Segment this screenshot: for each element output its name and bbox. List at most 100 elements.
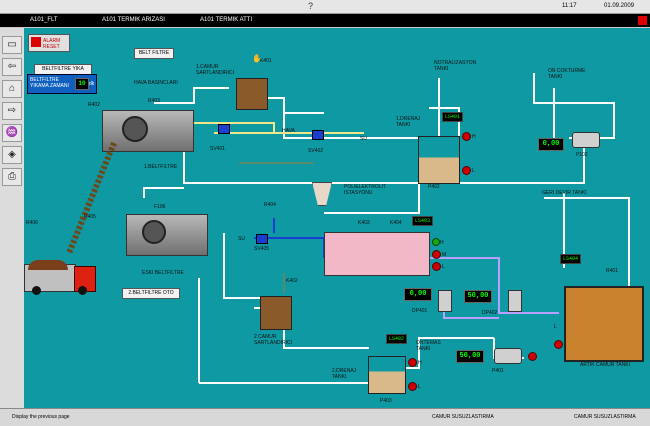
dp401-value: 0,00 bbox=[404, 288, 432, 301]
conveyor bbox=[66, 141, 117, 255]
poli-h-indicator bbox=[432, 238, 440, 246]
sv401-label: SV401 bbox=[210, 146, 226, 152]
poli-tank[interactable] bbox=[324, 232, 430, 276]
status-area-1: CAMUR SUSUZLASTIRMA bbox=[432, 414, 494, 420]
arrow-right-icon[interactable]: ⇨ bbox=[2, 102, 22, 120]
belt1-label: 1.BELTFILTRE bbox=[144, 164, 178, 170]
drenaj-1-tank[interactable] bbox=[418, 136, 460, 184]
arrow-left-icon[interactable]: ⇦ bbox=[2, 58, 22, 76]
sv402-valve[interactable] bbox=[312, 130, 324, 140]
l-label-1: L bbox=[472, 168, 475, 174]
poli-l-indicator bbox=[432, 262, 441, 271]
eski-beltfilter[interactable] bbox=[126, 214, 208, 256]
belt-filtre-button[interactable]: BELT FILTRE bbox=[134, 48, 174, 59]
p102-value: 0,00 bbox=[538, 138, 564, 151]
dp402-label: DP402 bbox=[482, 310, 498, 316]
belt2-oto-button[interactable]: 2.BELTFILTRE OTO bbox=[122, 288, 180, 299]
alarm-reset-label: ALARM RESET bbox=[43, 38, 61, 50]
ontemas-label: ONTEMAS TANKI bbox=[416, 340, 441, 352]
warning-icon[interactable]: ◈ bbox=[2, 146, 22, 164]
status-hint: Display the previous page bbox=[12, 414, 70, 420]
printer-icon[interactable]: ⎙ bbox=[2, 168, 22, 186]
poli-m-indicator bbox=[432, 250, 441, 259]
su2-label: SU bbox=[238, 236, 245, 242]
p102-label: P102 bbox=[576, 152, 588, 158]
eski-belt-label: ESKI BELTFILTRE bbox=[142, 270, 184, 276]
beltfilter-1-roller bbox=[122, 116, 148, 142]
h-label-1: H bbox=[472, 134, 476, 140]
camur-sartlandirici-1[interactable] bbox=[236, 78, 268, 110]
yikama-zamani-unit: dk bbox=[89, 81, 95, 87]
process-diagram: ALARM RESET BELTFILTRE YIKA BELT FILTRE … bbox=[24, 28, 650, 408]
notralizasyon-label: NOTRALIZASYON TANKI bbox=[434, 60, 477, 72]
help-icon[interactable]: ? bbox=[308, 1, 314, 11]
yikama-zamani-panel: BELTFILTRE YIKAMA ZAMANI 10 dk bbox=[27, 74, 97, 94]
sludge-pile bbox=[28, 260, 68, 270]
date: 01.09.2009 bbox=[604, 3, 635, 9]
window-icon[interactable]: ▭ bbox=[2, 36, 22, 54]
camur2-label: 2.CAMUR SARTLANDIRICI bbox=[254, 334, 292, 346]
truck-wheel-2 bbox=[78, 286, 87, 295]
dp402-pump[interactable] bbox=[508, 290, 522, 312]
p403-label: P403 bbox=[380, 398, 392, 404]
h-label-2: H bbox=[440, 240, 444, 246]
geri-devir-label: GERI DEVIR TANKI bbox=[542, 190, 587, 196]
poli-label: POLIELEKTROLIT ISTASYONU bbox=[344, 184, 386, 196]
l-label-3: L bbox=[554, 324, 557, 330]
ls401-tag: LS401 bbox=[442, 112, 464, 122]
drenaj-2-tank[interactable] bbox=[368, 356, 406, 394]
artik-camur-tank[interactable] bbox=[564, 286, 644, 362]
dp402-value: 50,00 bbox=[464, 290, 492, 303]
h-label-3: H bbox=[418, 360, 422, 366]
p102-pump[interactable] bbox=[572, 132, 600, 148]
m-label: M bbox=[442, 252, 447, 258]
r405-label: R405 bbox=[84, 214, 96, 220]
hava-label: HAVA bbox=[282, 128, 295, 134]
yikama-zamani-label: BELTFILTRE YIKAMA ZAMANI bbox=[30, 77, 69, 89]
drenaj2-label: 2.DRENAJ TANKI bbox=[332, 368, 357, 380]
r406-label: R406 bbox=[26, 220, 38, 226]
p401-label: P401 bbox=[492, 368, 504, 374]
hava-basinc-label: HAVA BASINCLARI bbox=[134, 80, 178, 86]
ls402-low bbox=[408, 382, 417, 391]
alarm-icon bbox=[31, 37, 41, 47]
top-toolbar: ? 11:17 01.09.2009 bbox=[0, 0, 650, 14]
k401-hand-icon[interactable]: ✋ bbox=[252, 54, 262, 63]
on-cokturme-label: ON COKTURME TANKI bbox=[548, 68, 586, 80]
r402-label: R402 bbox=[88, 102, 100, 108]
sv401-valve[interactable] bbox=[218, 124, 230, 134]
r403-label: R403 bbox=[148, 98, 160, 104]
alarm-indicator[interactable] bbox=[638, 16, 647, 25]
p401-status bbox=[528, 352, 537, 361]
eski-beltfilter-roller bbox=[142, 220, 166, 244]
ls402-high bbox=[408, 358, 417, 367]
dp401-pump[interactable] bbox=[438, 290, 452, 312]
camur-sartlandirici-2[interactable] bbox=[260, 296, 292, 330]
sv405-valve[interactable] bbox=[256, 234, 268, 244]
alarm-title-bar: A101_FLT A101 TERMIK ARIZASI A101 TERMIK… bbox=[0, 14, 650, 27]
alarm-message-2: A101 TERMIK ATTI bbox=[200, 17, 253, 23]
bell-icon[interactable]: ♒ bbox=[2, 124, 22, 142]
truck-wheel-1 bbox=[32, 286, 41, 295]
yikama-zamani-value[interactable]: 10 bbox=[75, 78, 89, 90]
ls404-tag: LS404 bbox=[560, 254, 582, 264]
k401-label: K401 bbox=[260, 58, 272, 64]
status-area-2: CAMUR SUSUZLASTIRMA bbox=[574, 414, 636, 420]
sv405-label: SV405 bbox=[254, 246, 270, 252]
p401-pump[interactable] bbox=[494, 348, 522, 364]
alarm-reset-button[interactable]: ALARM RESET bbox=[28, 34, 70, 52]
p402-label: P402 bbox=[428, 184, 440, 190]
su-label: SU bbox=[360, 136, 367, 142]
dp401-label: DP401 bbox=[412, 308, 428, 314]
ls403-tag: LS403 bbox=[412, 216, 434, 226]
artik-label: ARTIK CAMUR TANKI bbox=[580, 362, 631, 368]
home-icon[interactable]: ⌂ bbox=[2, 80, 22, 98]
beltfilter-1[interactable] bbox=[102, 110, 194, 152]
f106-label: F106 bbox=[154, 204, 166, 210]
clock: 11:17 bbox=[562, 3, 577, 9]
p401-value: 50,00 bbox=[456, 350, 484, 363]
screen-name: A101_FLT bbox=[30, 17, 58, 23]
camur1-label: 1.CAMUR SARTLANDIRICI bbox=[196, 64, 234, 76]
artik-low bbox=[554, 340, 563, 349]
sv402-label: SV402 bbox=[308, 148, 324, 154]
